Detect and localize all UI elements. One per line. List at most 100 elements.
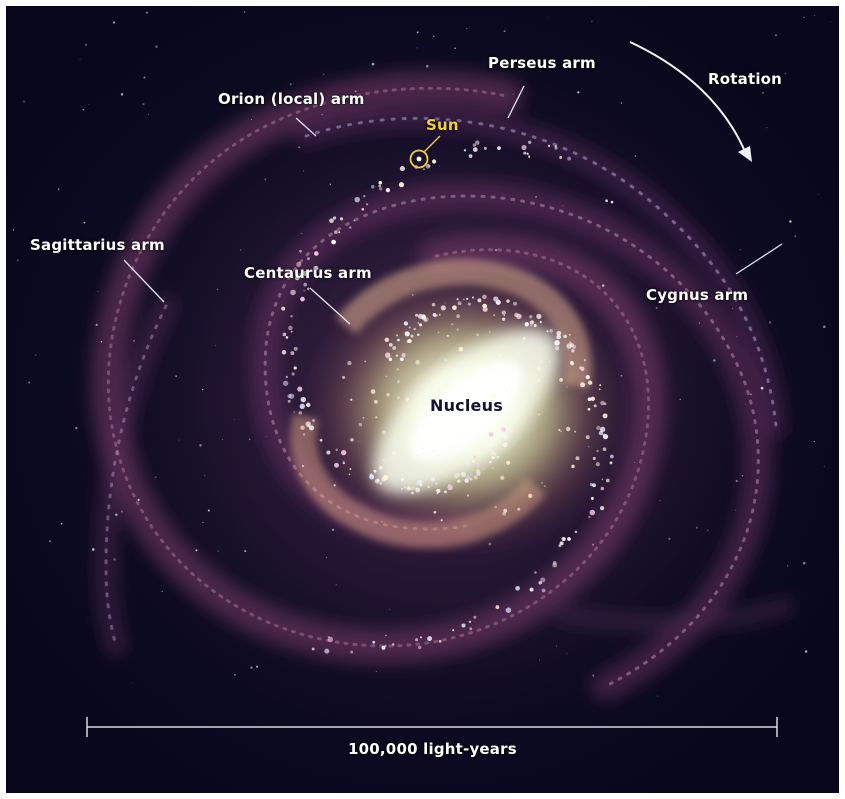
core-star	[347, 360, 352, 366]
arm-star-cluster	[469, 627, 473, 631]
arm-star-cluster	[496, 455, 500, 459]
arm-star-cluster	[293, 366, 297, 370]
arm-star-cluster	[602, 433, 606, 437]
arm-star-cluster	[378, 180, 383, 185]
arm-star-cluster	[589, 509, 596, 516]
milky-way-illustration	[6, 6, 839, 793]
arm-star-cluster	[381, 476, 387, 482]
arm-star-cluster	[299, 403, 305, 409]
core-star	[417, 322, 420, 324]
background-star	[425, 64, 429, 68]
arm-star-cluster	[596, 449, 599, 453]
cygnus-arm-label: Cygnus arm	[646, 286, 749, 304]
sun-leader	[423, 135, 441, 153]
background-star	[200, 584, 201, 586]
core-star	[559, 377, 564, 382]
background-star	[137, 498, 140, 501]
background-star	[214, 344, 216, 346]
arm-star-cluster	[440, 305, 446, 311]
arm-star-cluster	[468, 154, 473, 158]
arm-star-cluster	[404, 486, 407, 489]
arm-star-cluster	[303, 270, 309, 277]
background-star	[120, 510, 123, 513]
background-star	[100, 341, 103, 343]
arm-star-cluster	[491, 447, 494, 450]
rotation-arrow	[629, 41, 752, 162]
background-star	[349, 226, 352, 229]
background-star	[222, 439, 223, 440]
core-star	[358, 422, 363, 427]
background-star	[794, 235, 796, 237]
core-star	[548, 361, 551, 363]
arm-star-cluster	[339, 217, 344, 221]
arm-star-cluster	[605, 478, 610, 483]
arm-star-cluster	[374, 478, 380, 484]
background-star	[823, 466, 825, 468]
background-star	[357, 440, 359, 443]
arm-star-cluster	[399, 166, 405, 172]
rotation-arrow-curve	[629, 41, 747, 155]
arm-star-cluster	[431, 302, 436, 307]
arm-star-cluster	[307, 424, 310, 428]
arm-star-cluster	[353, 219, 356, 222]
galaxy-diagram: Perseus arm Rotation Orion (local) arm S…	[6, 6, 839, 793]
background-star	[657, 695, 659, 697]
core-star	[566, 426, 571, 432]
arm-star-cluster	[538, 581, 542, 585]
arm-star-cluster	[423, 168, 425, 171]
arm-star-cluster	[527, 140, 532, 145]
arm-star-cluster	[288, 393, 295, 399]
background-star	[202, 388, 204, 391]
orion-arm-leader	[295, 117, 317, 137]
arm-star-cluster	[533, 324, 537, 328]
arm-star-cluster	[502, 433, 508, 439]
background-star	[547, 144, 551, 148]
arm-star-cluster	[447, 484, 453, 491]
background-star	[132, 339, 136, 342]
background-star	[199, 444, 202, 447]
scale-bar-label: 100,000 light-years	[348, 740, 517, 758]
arm-star-cluster	[379, 481, 383, 485]
outer-arm-c-glow	[557, 597, 795, 632]
background-star	[739, 249, 741, 251]
perseus-arm-glow	[295, 107, 787, 437]
arm-star-cluster	[488, 432, 494, 437]
background-star	[732, 308, 734, 310]
core-star	[473, 385, 475, 387]
arm-star-cluster	[496, 301, 500, 305]
core-star	[585, 435, 590, 440]
arm-star-cluster	[378, 187, 383, 191]
core-star	[514, 392, 517, 395]
sagittarius-arm-leader	[123, 259, 165, 303]
background-star	[75, 426, 78, 430]
rotation-label: Rotation	[708, 70, 783, 88]
background-star	[303, 289, 306, 292]
arm-star-cluster	[521, 144, 527, 151]
arm-star-cluster	[403, 321, 409, 326]
background-star	[433, 35, 435, 38]
core-star	[500, 475, 505, 480]
arm-star-cluster	[324, 648, 330, 654]
centaurus-arm-label: Centaurus arm	[244, 264, 372, 282]
arm-star-cluster	[580, 366, 585, 371]
background-star	[82, 108, 85, 111]
arm-star-cluster	[526, 152, 529, 155]
core-star	[574, 430, 577, 433]
background-star	[802, 561, 806, 565]
core-star	[446, 334, 449, 337]
background-star	[503, 30, 506, 33]
background-star	[131, 682, 132, 684]
background-star	[789, 220, 792, 223]
arm-star-cluster	[549, 328, 553, 333]
arm-star-cluster	[385, 634, 387, 637]
background-star	[466, 27, 468, 30]
core-star	[537, 413, 540, 416]
background-star	[659, 499, 661, 501]
arm-star-cluster	[335, 448, 338, 452]
spiral-arms-glow	[91, 71, 795, 701]
background-star	[804, 650, 808, 653]
background-star	[760, 386, 764, 390]
background-star	[95, 323, 98, 327]
arm-star-cluster	[281, 350, 287, 355]
background-star	[23, 101, 25, 103]
